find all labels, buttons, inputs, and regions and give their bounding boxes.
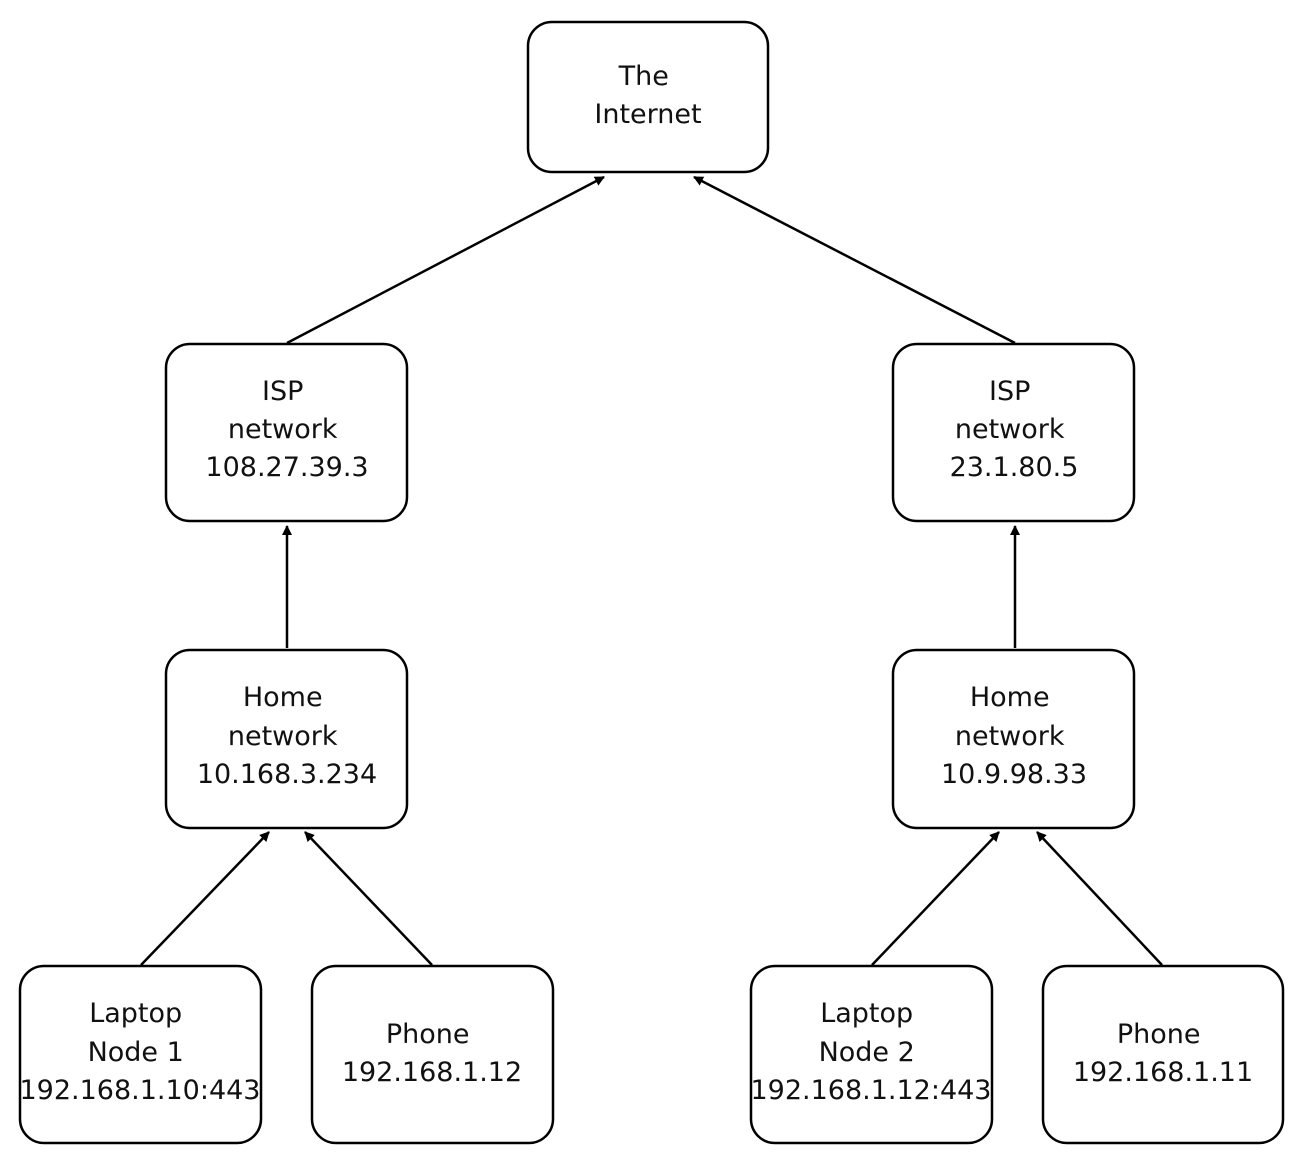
node-label-line: Node 2 — [819, 1037, 915, 1068]
node-home-left: Home network 10.168.3.234 — [164, 648, 409, 830]
node-home-right: Home network 10.9.98.33 — [891, 648, 1136, 830]
node-laptop-2: Laptop Node 2 192.168.1.12:443 — [749, 964, 994, 1145]
node-laptop-1: Laptop Node 1 192.168.1.10:443 — [18, 964, 263, 1145]
edge-phone-right-to-home-right — [1036, 831, 1163, 966]
node-label-line: ISP — [262, 376, 303, 407]
node-label-line: Node 1 — [88, 1037, 184, 1068]
node-label-line: network — [228, 414, 338, 445]
node-label-line: ISP — [989, 376, 1030, 407]
node-label-line: Internet — [594, 99, 701, 130]
node-box — [749, 964, 994, 1145]
node-box — [18, 964, 263, 1145]
node-label-line: network — [228, 721, 338, 752]
node-box — [1041, 964, 1285, 1145]
node-box — [310, 964, 555, 1145]
node-label-line: Phone — [386, 1019, 470, 1050]
node-isp-right: ISP network 23.1.80.5 — [891, 342, 1136, 523]
edge-phone-left-to-home-left — [304, 831, 433, 966]
node-phone-right: Phone 192.168.1.11 — [1041, 964, 1285, 1145]
node-box — [891, 342, 1136, 523]
node-label: Home network 10.9.98.33 — [941, 682, 1087, 790]
node-label-line: 192.168.1.12 — [342, 1057, 522, 1088]
node-label: Laptop Node 1 192.168.1.10:443 — [20, 998, 261, 1106]
node-box — [526, 20, 770, 174]
node-label-line: Phone — [1117, 1019, 1201, 1050]
node-label: The Internet — [594, 61, 701, 130]
node-label-line: network — [955, 414, 1065, 445]
node-label-line: 192.168.1.12:443 — [751, 1075, 992, 1106]
node-label-line: Laptop — [89, 998, 182, 1029]
node-box — [164, 648, 409, 830]
edge-laptop-1-to-home-left — [140, 831, 270, 966]
node-box — [891, 648, 1136, 830]
node-label-line: 192.168.1.10:443 — [20, 1075, 261, 1106]
node-label-line: 192.168.1.11 — [1073, 1057, 1253, 1088]
node-label: Phone 192.168.1.11 — [1073, 1019, 1253, 1088]
edges — [140, 175, 1163, 966]
node-label: ISP network 108.27.39.3 — [205, 376, 368, 483]
node-label-line: 10.9.98.33 — [941, 759, 1087, 790]
node-label-line: 108.27.39.3 — [205, 452, 368, 483]
node-label: Phone 192.168.1.12 — [342, 1019, 522, 1088]
node-label-line: Laptop — [820, 998, 913, 1029]
node-label-line: The — [618, 61, 669, 92]
node-label-line: network — [955, 721, 1065, 752]
node-label-line: Home — [970, 682, 1050, 713]
node-phone-left: Phone 192.168.1.12 — [310, 964, 555, 1145]
node-label-line: Home — [243, 682, 323, 713]
edge-isp-right-to-internet — [693, 175, 1016, 345]
node-label: Laptop Node 2 192.168.1.12:443 — [751, 998, 992, 1106]
node-label-line: 10.168.3.234 — [197, 759, 377, 790]
edge-isp-left-to-internet — [286, 175, 605, 345]
node-label-line: 23.1.80.5 — [950, 452, 1079, 483]
node-box — [164, 342, 409, 523]
node-internet: The Internet — [526, 20, 770, 174]
node-label: Home network 10.168.3.234 — [197, 682, 377, 790]
node-label: ISP network 23.1.80.5 — [950, 376, 1079, 483]
node-isp-left: ISP network 108.27.39.3 — [164, 342, 409, 523]
edge-laptop-2-to-home-right — [871, 831, 1000, 966]
